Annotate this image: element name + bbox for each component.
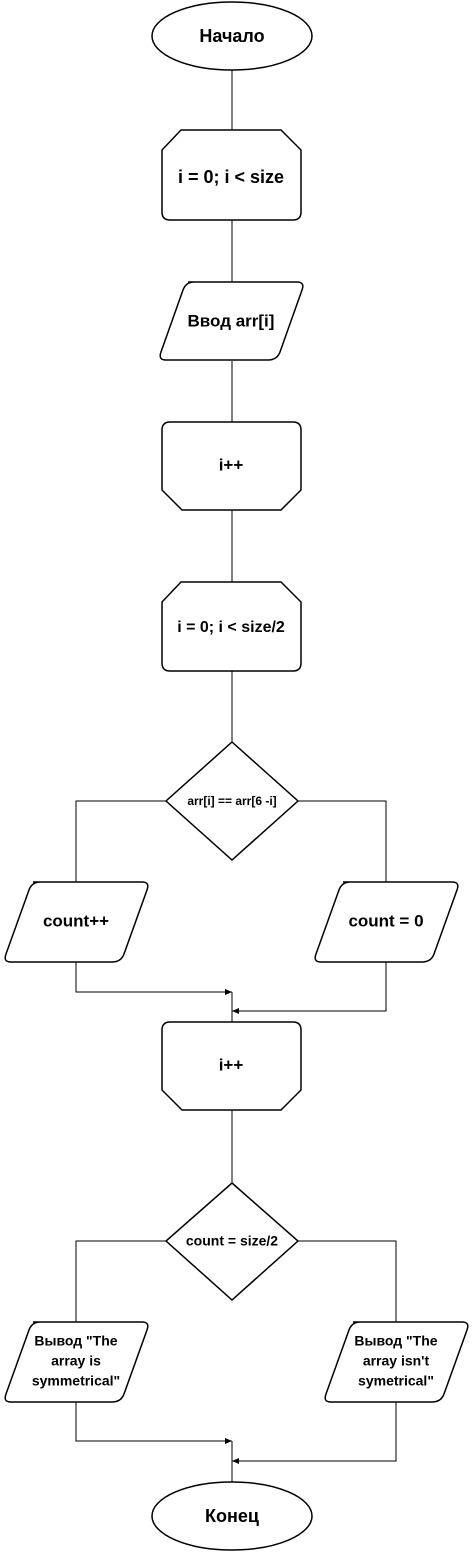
loop1-start-label: i = 0; i < size [178, 167, 284, 187]
output-no-line-1: Вывод "The [354, 1333, 437, 1349]
condition2-diamond: count = size/2 [164, 1182, 300, 1302]
count-reset-block: count = 0 [314, 881, 459, 963]
connector-condition1-right-branch [298, 800, 387, 882]
output-no-line-2: array isn't [363, 1353, 430, 1369]
output-no-line-3: symetrical" [358, 1373, 434, 1389]
loop1-end-block: i++ [161, 421, 302, 511]
loop1-end-label: i++ [219, 455, 244, 474]
connector-count-reset-to-merge [232, 962, 387, 1014]
loop2-end-block: i++ [161, 1021, 302, 1111]
connector-condition1-left-branch [75, 800, 166, 882]
connectors [75, 70, 397, 1482]
loop2-start-label: i = 0; i < size/2 [177, 619, 285, 636]
connector-condition2-right-branch [298, 1240, 397, 1322]
start-label: Начало [199, 26, 264, 46]
count-inc-label: count++ [43, 911, 109, 930]
connector-output-yes-to-merge [75, 1402, 232, 1444]
end-terminal: Конец [151, 1481, 313, 1551]
loop2-end-label: i++ [219, 1055, 244, 1074]
output-yes-line-3: symmetrical" [32, 1373, 120, 1389]
loop1-start-block: i = 0; i < size [161, 129, 302, 221]
connector-output-no-to-merge [232, 1402, 397, 1464]
count-reset-label: count = 0 [348, 911, 423, 930]
output-no-block: Вывод "The array isn't symetrical" [324, 1321, 469, 1403]
condition2-label: count = size/2 [186, 1233, 278, 1249]
connector-count-inc-to-merge [75, 962, 232, 995]
output-yes-block: Вывод "The array is symmetrical" [4, 1321, 149, 1403]
count-inc-block: count++ [4, 881, 149, 963]
condition1-diamond: arr[i] == arr[6 -i] [164, 740, 300, 862]
end-label: Конец [205, 1506, 259, 1526]
output-yes-line-1: Вывод "The [34, 1333, 117, 1349]
input-block: Ввод arr[i] [159, 281, 304, 361]
condition1-label: arr[i] == arr[6 -i] [187, 794, 276, 808]
connector-condition2-left-branch [75, 1240, 166, 1322]
output-yes-line-2: array is [51, 1353, 101, 1369]
start-terminal: Начало [151, 1, 313, 71]
loop2-start-block: i = 0; i < size/2 [161, 581, 302, 672]
input-label: Ввод arr[i] [188, 311, 275, 330]
